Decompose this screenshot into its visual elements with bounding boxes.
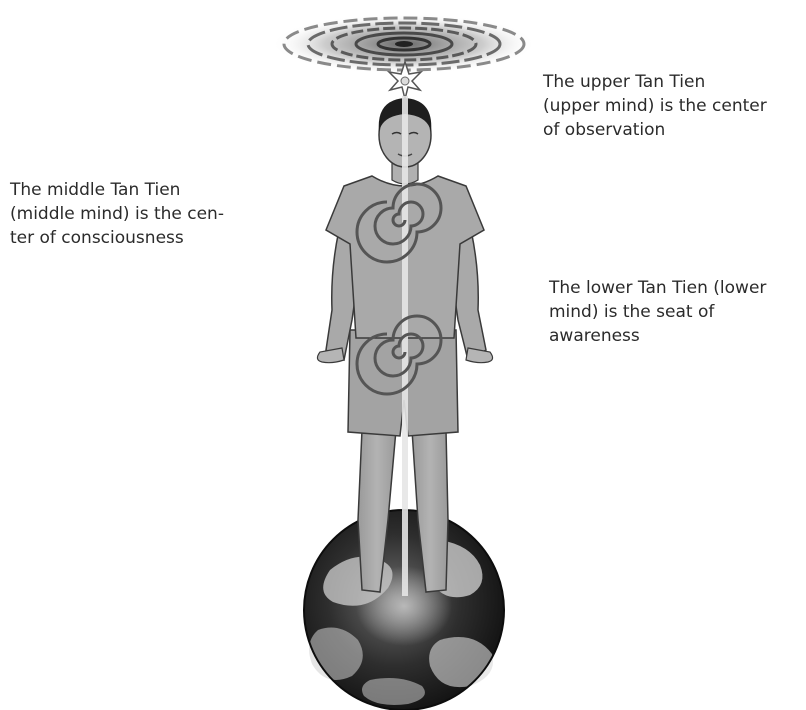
energy-channel [402,96,408,596]
middle-tan-tien-label: The middle Tan Tien (middle mind) is the… [10,178,278,250]
upper-tan-tien-label: The upper Tan Tien (upper mind) is the c… [543,70,805,142]
lower-tan-tien-label: The lower Tan Tien (lower mind) is the s… [549,276,806,348]
